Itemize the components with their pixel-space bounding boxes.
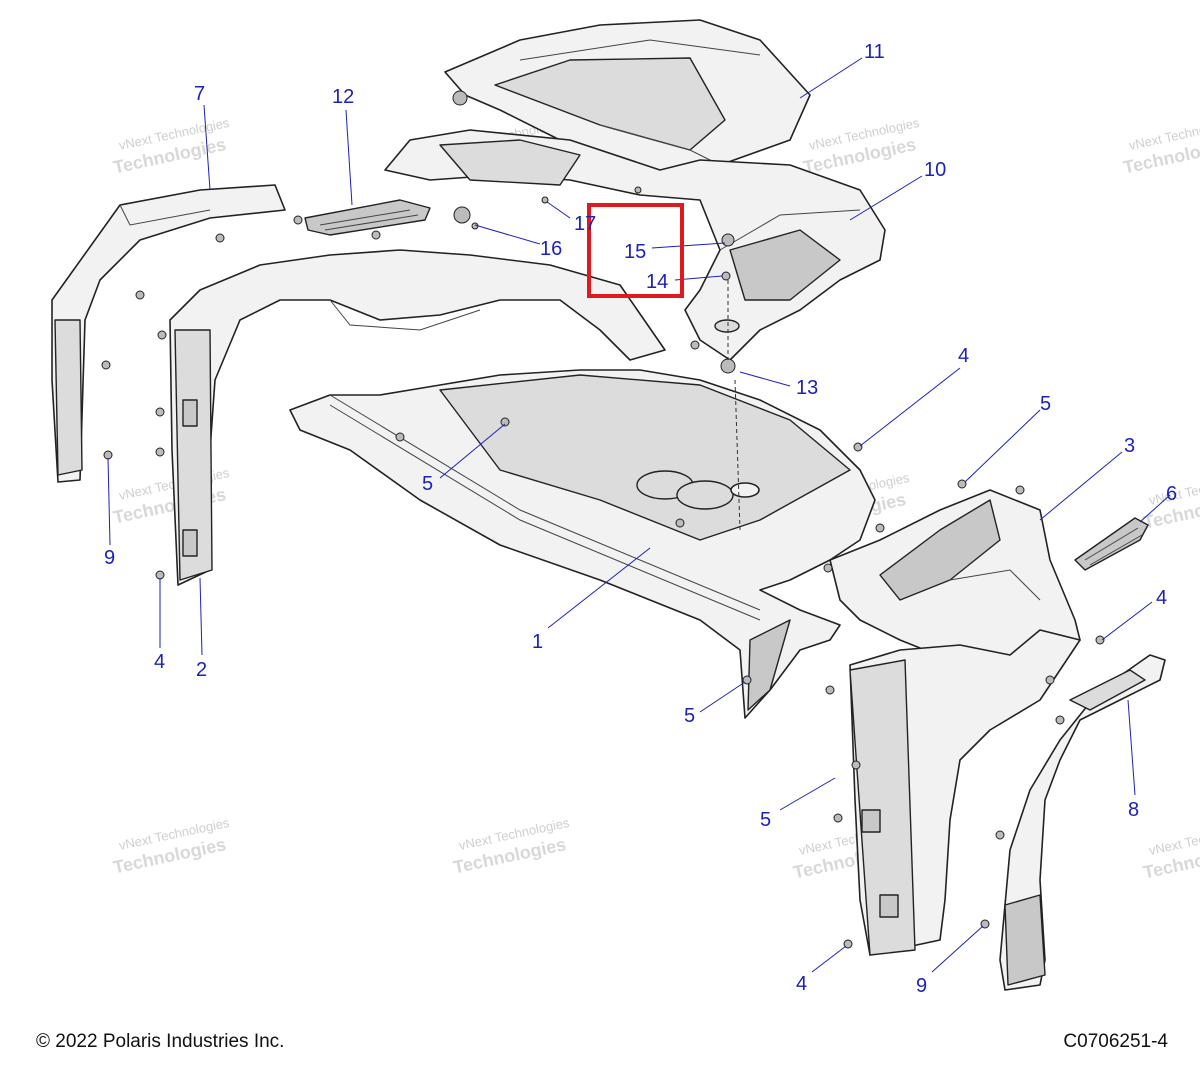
callout-3[interactable]: 3 (1124, 435, 1135, 457)
callout-1[interactable]: 1 (532, 631, 543, 653)
callout-5[interactable]: 5 (1040, 393, 1051, 415)
part-11-hood (444, 19, 811, 186)
callout-6[interactable]: 6 (1166, 483, 1177, 505)
callout-9[interactable]: 9 (104, 547, 115, 569)
callout-14[interactable]: 14 (646, 271, 668, 293)
drawing-number: C0706251-4 (1063, 1031, 1168, 1052)
callout-labels: 11 10 12 7 16 17 15 14 13 4 5 3 6 5 1 9 … (104, 41, 1177, 997)
leader-lines (107, 57, 1171, 973)
part-2-left-fender (169, 249, 666, 586)
callout-2[interactable]: 2 (196, 659, 207, 681)
part-12-grille (304, 199, 431, 236)
part-7-left-fender-trim (51, 184, 286, 483)
part-6-right-grille (1074, 517, 1149, 571)
callout-4[interactable]: 4 (1156, 587, 1167, 609)
right-lower-fender (849, 629, 1081, 956)
callout-11[interactable]: 11 (864, 41, 885, 63)
callout-4[interactable]: 4 (796, 973, 807, 995)
part-10-dash-panel (384, 129, 886, 361)
highlight-box (587, 203, 684, 298)
callout-5[interactable]: 5 (422, 473, 433, 495)
callout-4[interactable]: 4 (958, 345, 969, 367)
part-1-main-dash (289, 369, 876, 719)
callout-13[interactable]: 13 (796, 377, 818, 399)
part-3-right-panel (829, 489, 1081, 671)
callout-15[interactable]: 15 (624, 241, 646, 263)
callout-5[interactable]: 5 (760, 809, 771, 831)
callout-7[interactable]: 7 (194, 83, 205, 105)
copyright-text: © 2022 Polaris Industries Inc. (36, 1031, 285, 1052)
part-8-right-fender-trim (999, 654, 1166, 991)
callout-17[interactable]: 17 (574, 213, 596, 235)
callout-9[interactable]: 9 (916, 975, 927, 997)
callout-12[interactable]: 12 (332, 86, 354, 108)
callout-4[interactable]: 4 (154, 651, 165, 673)
callout-16[interactable]: 16 (540, 238, 562, 260)
callout-8[interactable]: 8 (1128, 799, 1139, 821)
callout-10[interactable]: 10 (924, 159, 946, 181)
fasteners (101, 90, 1105, 949)
callout-5[interactable]: 5 (684, 705, 695, 727)
